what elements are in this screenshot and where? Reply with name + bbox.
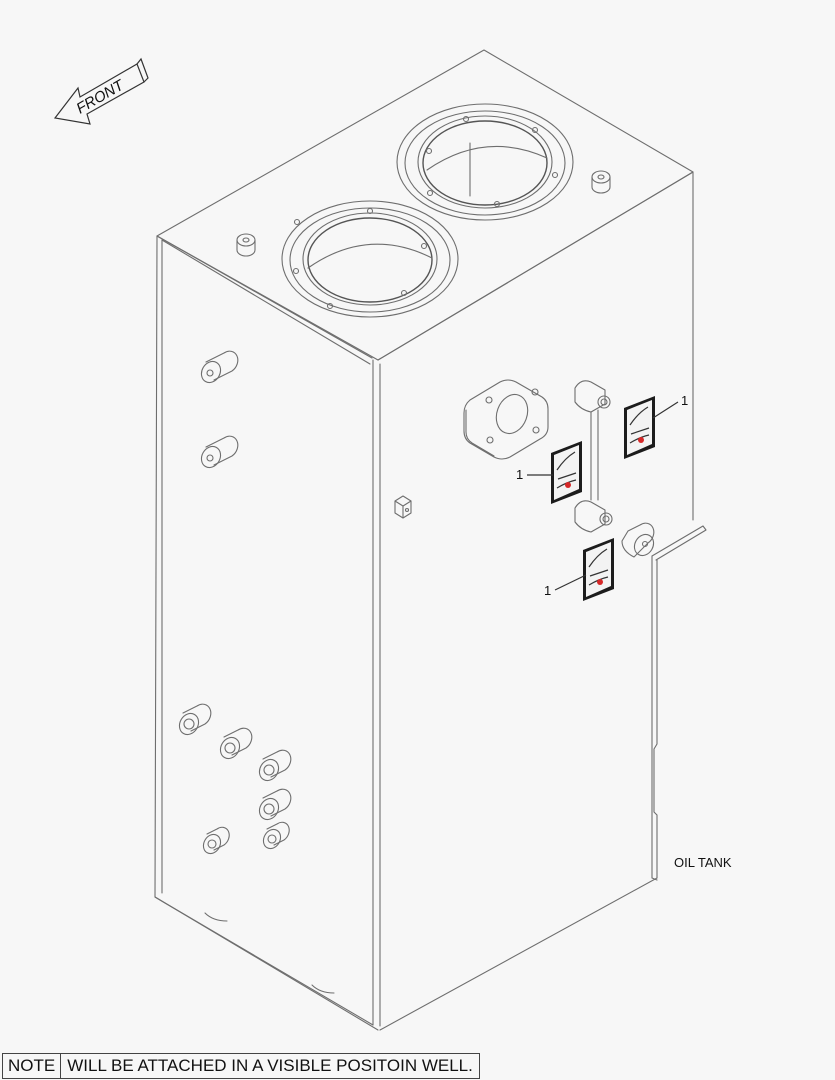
left-face-boss-1 [200,350,239,384]
svg-text:1: 1 [681,393,688,408]
top-boss-left [236,233,256,257]
port-fitting-3 [258,749,292,782]
square-flange [463,379,549,460]
left-face-boss-2 [200,435,239,469]
oil-level-gauge [574,380,613,533]
note-box: NOTE WILL BE ATTACHED IN A VISIBLE POSIT… [2,1053,480,1079]
callout-1-middle: 1 [516,467,553,482]
diagram-title: OIL TANK [674,855,732,870]
note-text: WILL BE ATTACHED IN A VISIBLE POSITOIN W… [67,1056,473,1075]
small-cube-fitting [394,495,412,519]
front-label: FRONT [74,76,129,117]
port-fitting-5 [202,826,230,855]
side-bracket [651,525,707,881]
port-fitting-1 [178,703,212,736]
bracket-boss [621,522,655,558]
port-fitting-6 [262,821,290,850]
decal-lower [583,538,614,601]
svg-text:1: 1 [516,467,523,482]
note-key: NOTE [3,1054,62,1078]
decal-middle-left [551,441,582,504]
port-fitting-2 [219,727,253,760]
callout-1-upper: 1 [652,393,688,419]
top-boss-right [591,170,611,194]
lower-port-cluster [178,703,292,855]
decal-upper-right [624,396,655,459]
rear-filler-port [396,103,574,221]
svg-text:1: 1 [544,583,551,598]
oil-tank-body [154,49,694,1031]
front-filler-port [281,200,459,318]
port-fitting-4 [258,788,292,821]
callout-1-lower: 1 [544,574,587,598]
front-direction-arrow-icon: FRONT [53,57,149,125]
